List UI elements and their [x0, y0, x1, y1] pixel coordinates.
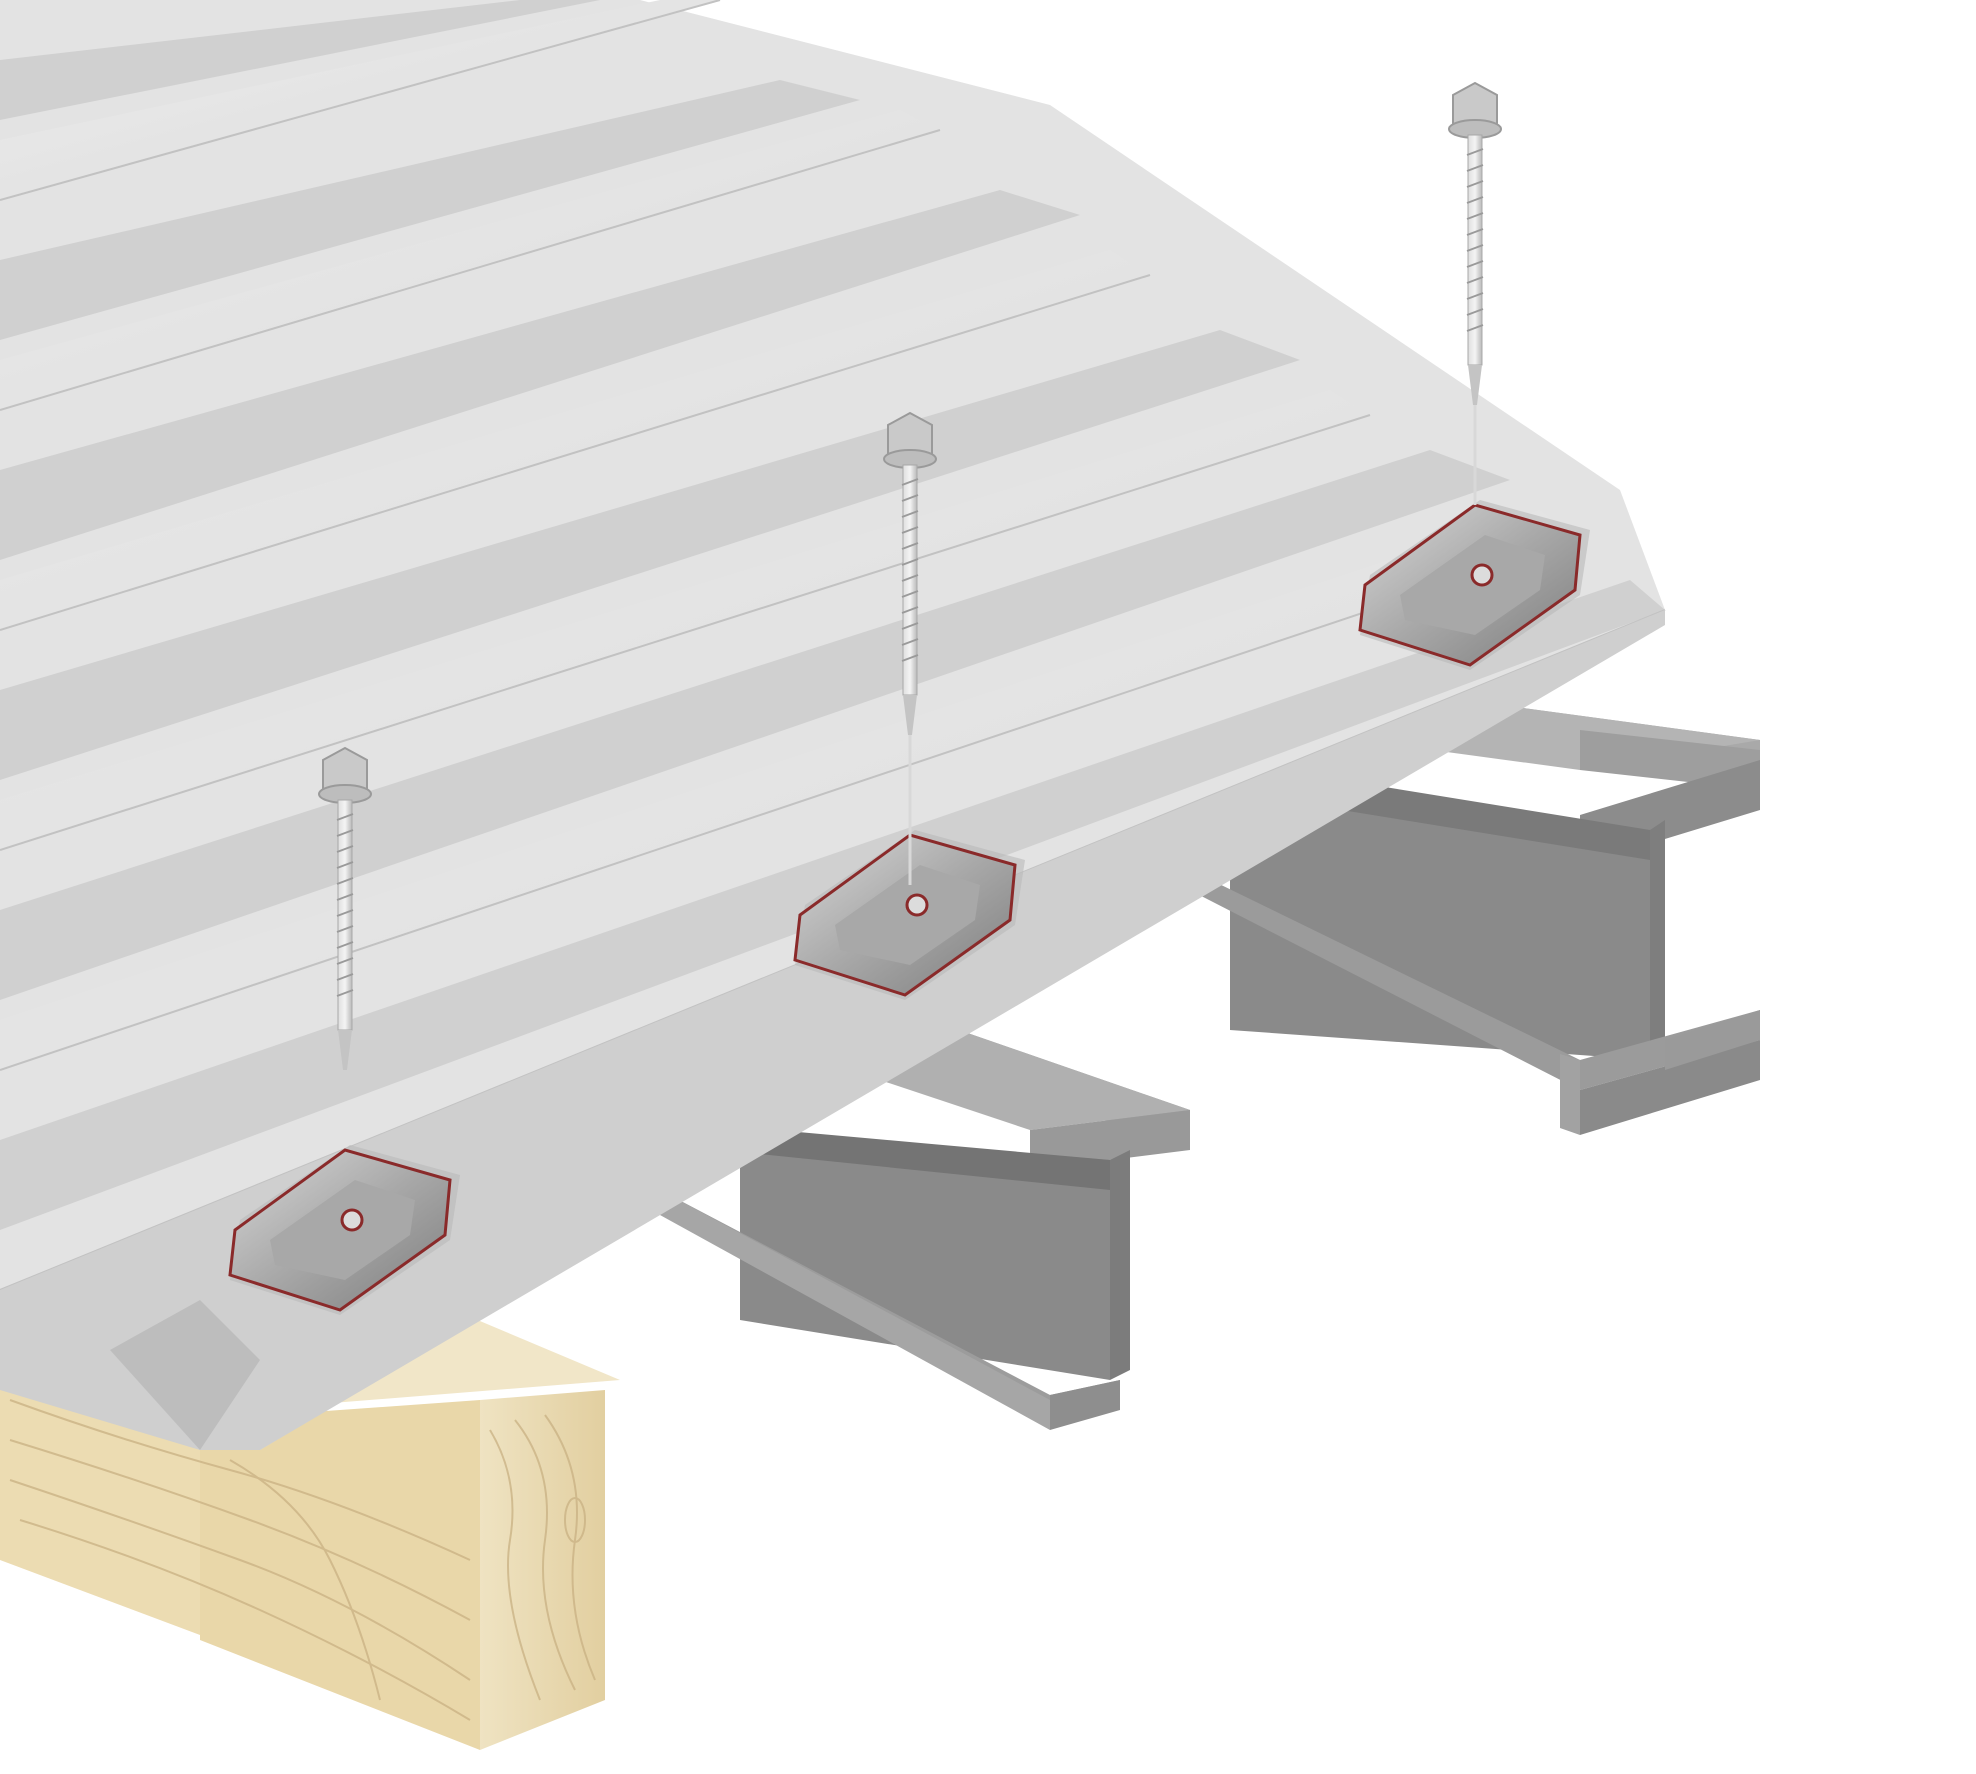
- saddle-washer-3: [1358, 500, 1590, 670]
- steel-beam-front: [660, 1020, 1190, 1430]
- screw-1: [318, 746, 372, 1070]
- screw-3: [1448, 81, 1502, 505]
- screw-2: [883, 411, 937, 885]
- saddle-washer-2: [793, 830, 1025, 1000]
- timber-grain: [9, 1399, 596, 1721]
- saddle-washer-1: [228, 1145, 460, 1315]
